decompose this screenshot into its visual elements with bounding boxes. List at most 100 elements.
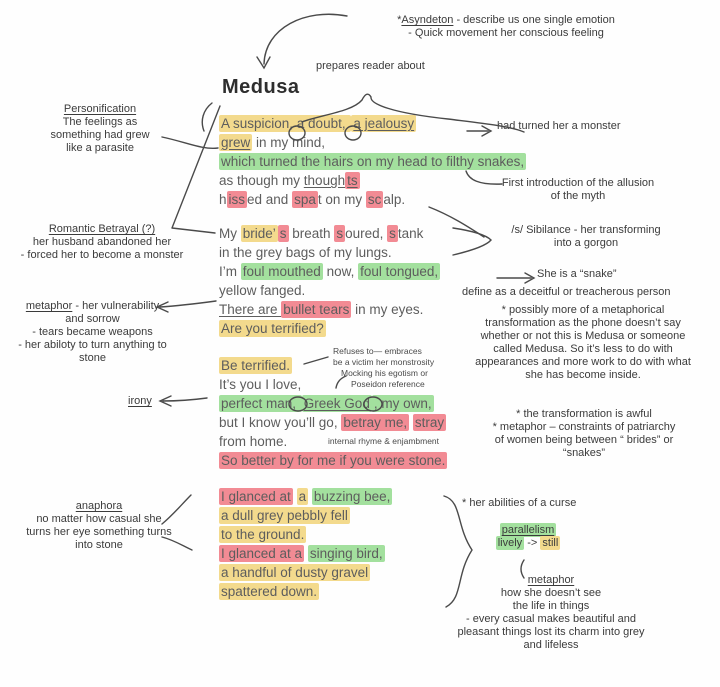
poem-segment: A suspicion, a doubt, xyxy=(219,115,352,132)
victim-line: be a victim her monstrosity xyxy=(333,356,435,367)
poem-line: Are you terrified? xyxy=(219,319,440,338)
personification-line: like a parasite xyxy=(66,142,134,154)
poem-line: which turned the hairs on my head to fil… xyxy=(219,152,527,171)
possibly-line: appearances and more work to do with wha… xyxy=(475,356,691,368)
transformation-line: “snakes” xyxy=(562,447,606,459)
betrayal-line: - forced her to become a monster xyxy=(20,249,184,261)
poem-segment: yellow fanged. xyxy=(219,283,306,298)
poem-segment: grew xyxy=(219,134,253,151)
irony-label: irony xyxy=(128,395,152,407)
metaphor-left-term: metaphor xyxy=(25,300,73,312)
poem-segment: though xyxy=(303,173,346,188)
anaphora-line: into stone xyxy=(75,539,123,551)
poem-line: Be terrified. xyxy=(219,356,447,375)
poem-segment: a jealousy xyxy=(351,115,417,132)
still-word: still xyxy=(540,536,561,550)
poem-segment: Be terrified. xyxy=(219,357,293,374)
possibly-line: transformation as the phone doesn’t say xyxy=(485,317,681,329)
poem-line: It’s you I love, xyxy=(219,375,447,394)
rhyme-note: internal rhyme & enjambment xyxy=(328,436,440,446)
allusion-line: of the myth xyxy=(550,190,606,202)
poem-segment: , my own, xyxy=(371,395,434,412)
possibly-note: * possibly more of a metaphorical transf… xyxy=(452,304,714,382)
poem-line: I glanced at a singing bird, xyxy=(219,544,392,563)
possibly-line: she has become inside. xyxy=(525,369,641,381)
personification-line: something had grew xyxy=(50,129,150,141)
transformation-line: * metaphor – constraints of patriarchy xyxy=(492,421,676,433)
parallelism-detail: lively -> still xyxy=(478,536,578,550)
poem-title: Medusa xyxy=(222,76,300,98)
anaphora-line: no matter how casual she xyxy=(36,513,162,525)
poem-line: A suspicion, a doubt, a jealousy xyxy=(219,114,526,133)
refuses-note: Refuses to— embraces be a victim her mon… xyxy=(333,346,434,367)
curse-note: * her abilities of a curse xyxy=(462,497,577,509)
refuses-line: Refuses to— embraces xyxy=(333,346,422,356)
poem-line: I’m foul mouthed now, foul tongued, xyxy=(219,262,441,281)
asyndeton-note-line1: *Asyndeton - describe us one single emot… xyxy=(378,14,634,27)
poem-line: but I know you’ll go, betray me, stray xyxy=(219,413,447,432)
poem-segment: a dull grey pebbly fell xyxy=(219,507,350,524)
metaphor-left-line: and sorrow xyxy=(65,313,120,325)
arrow-asyndeton-head xyxy=(256,56,271,70)
anaphora-line: turns her eye something turns xyxy=(26,526,172,538)
poem-segment: a handful of dusty gravel xyxy=(219,564,371,581)
asyndeton-term: Asyndeton xyxy=(401,14,454,26)
poem-segment: I glanced at xyxy=(219,488,293,505)
arrow-tongued-to-snake xyxy=(496,272,536,284)
poem-segment: So better by for me if you were stone. xyxy=(219,452,448,469)
metaphor-bottom-line: the life in things xyxy=(512,600,590,612)
poem-segment: oured, xyxy=(345,226,388,241)
sibilance-line: /s/ Sibilance - her transforming xyxy=(511,224,661,236)
metaphor-bottom-note: metaphor how she doesn’t see the life in… xyxy=(435,574,667,652)
poem-line: from home. xyxy=(219,432,447,451)
poem-segment: from home. xyxy=(219,434,288,449)
poem-line: So better by for me if you were stone. xyxy=(219,451,448,470)
personification-note: Personification The feelings as somethin… xyxy=(25,103,175,155)
mocking-line: Mocking his egotism or xyxy=(341,368,428,378)
curve-stanza1-left xyxy=(201,102,213,132)
poseidon-line: Poseidon reference xyxy=(351,378,425,389)
poem-segment: in the grey bags of my lungs. xyxy=(219,245,392,260)
sibilance-line: into a gorgon xyxy=(553,237,619,249)
poem-segment: My xyxy=(219,226,241,241)
poem-line: yellow fanged. xyxy=(219,281,440,300)
poem-line: spattered down. xyxy=(219,582,392,601)
poem-segment: perfect man, xyxy=(219,395,302,412)
betrayal-line: her husband abandoned her xyxy=(32,236,172,248)
poem-segment: buzzing bee, xyxy=(311,488,393,505)
poem-segment: spa xyxy=(292,191,318,208)
poem-line: in the grey bags of my lungs. xyxy=(219,243,440,262)
poem-segment: as though my xyxy=(219,173,304,188)
metaphor-left-line1: metaphor - her vulnerability xyxy=(10,300,175,313)
poem-segment: but I know you’ll go, xyxy=(219,415,342,430)
anaphora-note: anaphora no matter how casual she turns … xyxy=(10,500,188,552)
poem-segment: It’s you I love, xyxy=(219,377,302,392)
poem-segment: I’m xyxy=(219,264,241,279)
possibly-line: called Medusa. So it’s less to do with xyxy=(493,343,673,355)
poem-segment: singing bird, xyxy=(307,545,385,562)
prepares-note: prepares reader about xyxy=(316,60,425,72)
possibly-line: whether or not this is Medusa or someone xyxy=(480,330,686,342)
metaphor-bottom-label: metaphor xyxy=(527,574,575,586)
poem-segment: sc xyxy=(365,191,384,208)
poem-segment: alp. xyxy=(383,192,406,207)
poem-segment: t on my xyxy=(317,192,366,207)
transformation-line: of women being between “ brides” or xyxy=(494,434,674,446)
poem-line: grew in my mind, xyxy=(219,133,526,152)
poem-segment: which turned the hairs on my head to fil… xyxy=(219,153,527,170)
metaphor-left-line: stone xyxy=(79,352,106,364)
poem-segment: betray me, xyxy=(341,414,410,431)
poem-segment: spattered down. xyxy=(219,583,320,600)
poem-segment: Are you terrified? xyxy=(219,320,326,337)
metaphor-bottom-line: pleasant things lost its charm into grey xyxy=(457,626,645,638)
parallelism-label: parallelism xyxy=(499,523,557,537)
poem-segment: s xyxy=(277,225,289,242)
allusion-note: First introduction of the allusion of th… xyxy=(478,177,678,203)
snake-note: She is a “snake” xyxy=(537,268,617,280)
transformation-note: * the transformation is awful * metaphor… xyxy=(455,408,713,460)
transformation-line: * the transformation is awful xyxy=(516,408,652,420)
